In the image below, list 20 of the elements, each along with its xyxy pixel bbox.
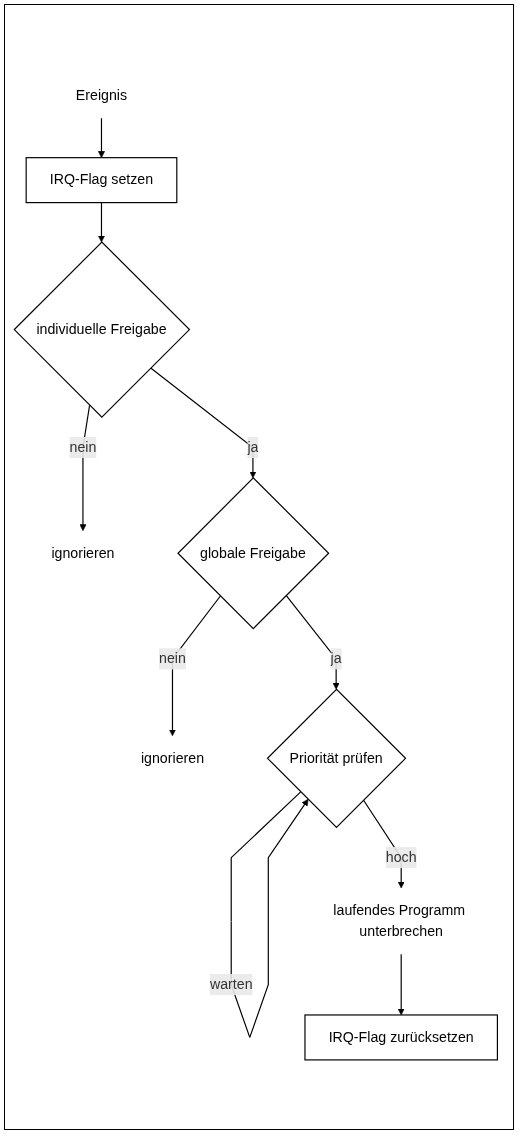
arrow — [285, 595, 340, 690]
node-text: ignorieren — [51, 545, 115, 562]
edge-label: ja — [247, 439, 259, 456]
arrow — [397, 954, 405, 1016]
edge-label: hoch — [385, 849, 417, 866]
node-text: ignorieren — [140, 750, 205, 767]
edge-label: warten — [209, 976, 253, 993]
edge-label: nein — [159, 651, 186, 667]
node-text: Ereignis — [75, 87, 128, 104]
edge-label: ja — [330, 651, 342, 667]
arrow — [98, 202, 105, 243]
node-text: laufendes Programm unterbrechen — [333, 902, 466, 940]
node-diamond: individuelle Freigabe — [13, 241, 191, 419]
edge-label: nein — [69, 439, 97, 456]
arrow — [150, 367, 257, 479]
node-box: IRQ-Flag setzen — [25, 157, 178, 204]
arrow — [98, 118, 105, 159]
node-diamond: Priorität prüfen — [266, 688, 407, 829]
node-diamond: globale Freigabe — [177, 477, 330, 630]
node-box: IRQ-Flag zurücksetzen — [304, 1014, 498, 1061]
